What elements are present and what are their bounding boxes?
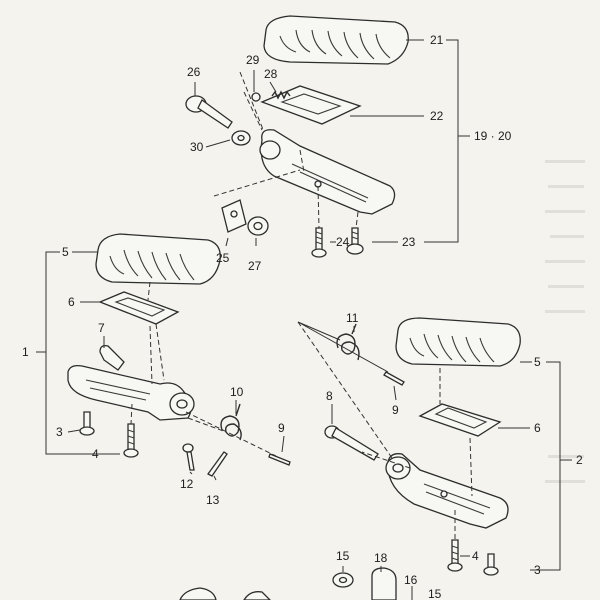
label-4-right: 4 — [472, 549, 479, 563]
label-21-callout: 21 — [430, 33, 444, 47]
label-18: 18 — [374, 551, 388, 565]
label-2: 2 — [576, 453, 583, 467]
collar-27 — [247, 216, 269, 236]
bushing-18 — [371, 567, 397, 600]
callout-labels: 21 29 28 26 22 19 · 20 30 24 23 25 27 5 … — [22, 33, 583, 600]
label-16: 16 — [404, 573, 418, 587]
pin-26 — [185, 95, 233, 129]
label-15-bottom: 15 — [428, 587, 442, 600]
label-6-left: 6 — [68, 295, 75, 309]
footrest-rubber-5-left — [95, 233, 221, 285]
pin-8 — [324, 425, 379, 461]
label-29-callout: 29 — [246, 53, 260, 67]
label-5-left: 5 — [62, 245, 69, 259]
label-12: 12 — [180, 477, 194, 491]
footrest-bracket-top — [259, 129, 396, 215]
label-25: 25 — [216, 251, 230, 265]
label-7: 7 — [98, 321, 105, 335]
label-30: 30 — [190, 140, 204, 154]
cotter-pin-13 — [207, 451, 228, 477]
label-3-right: 3 — [534, 563, 541, 577]
cotter-pin-9-left — [268, 453, 291, 466]
cotter-pin-9-right — [383, 371, 405, 386]
plate-6-left — [98, 291, 180, 325]
plate-22 — [260, 85, 362, 125]
label-4-left: 4 — [92, 447, 99, 461]
label-19-20: 19 · 20 — [474, 129, 512, 143]
pin-7 — [99, 344, 125, 371]
label-3-left: 3 — [56, 425, 63, 439]
stopper-25 — [221, 199, 247, 233]
bolt-4-left — [123, 423, 139, 458]
label-8: 8 — [326, 389, 333, 403]
partial-part-bottom-left — [179, 587, 217, 600]
label-15-top: 15 — [336, 549, 350, 563]
label-1: 1 — [22, 345, 29, 359]
label-13: 13 — [206, 493, 220, 507]
leader-lines — [36, 39, 572, 600]
washer-15 — [332, 572, 354, 588]
footrest-bracket-left — [67, 364, 195, 421]
partial-part-bottom-mid — [243, 591, 271, 600]
label-24: 24 — [336, 235, 350, 249]
spring-28 — [271, 90, 291, 100]
label-9-right: 9 — [392, 403, 399, 417]
plate-6-right — [418, 403, 502, 437]
label-5-right: 5 — [534, 355, 541, 369]
label-11: 11 — [346, 311, 359, 325]
footrest-bracket-right — [385, 453, 509, 529]
footrest-rubber-5-right — [395, 317, 521, 367]
bolt-23 — [346, 227, 364, 255]
bolt-24 — [311, 227, 327, 258]
label-23: 23 — [402, 235, 416, 249]
pin-12 — [182, 443, 195, 471]
ball-29 — [251, 92, 261, 102]
label-27: 27 — [248, 259, 262, 273]
label-26: 26 — [187, 65, 201, 79]
label-6-right: 6 — [534, 421, 541, 435]
bolt-3-left — [79, 411, 95, 436]
washer-30 — [231, 130, 251, 146]
spring-10 — [220, 403, 242, 441]
bolt-4-right — [447, 539, 463, 572]
label-10: 10 — [230, 385, 244, 399]
label-22: 22 — [430, 109, 444, 123]
label-9-left: 9 — [278, 421, 285, 435]
background-text-column — [545, 160, 585, 483]
footrest-rubber-21 — [263, 15, 409, 65]
bolt-3-right — [483, 553, 499, 576]
label-28: 28 — [264, 67, 278, 81]
